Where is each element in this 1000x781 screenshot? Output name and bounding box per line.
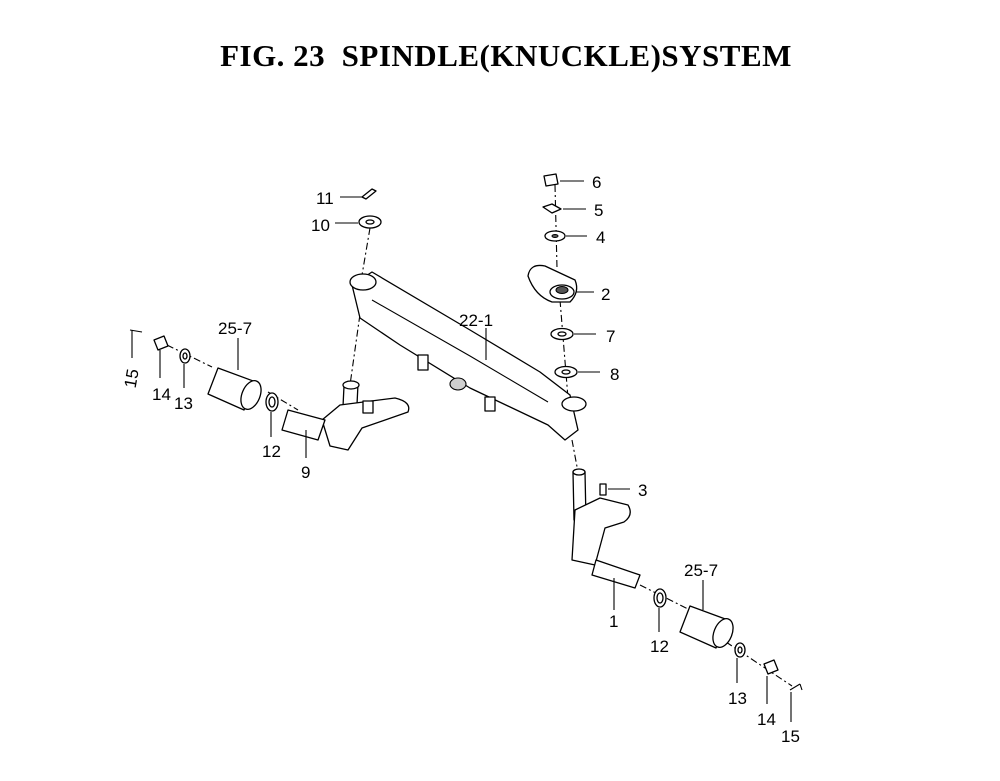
cotter-pin-part-3 xyxy=(599,483,607,496)
label-part-13-left: 13 xyxy=(174,394,193,413)
left-seal-part-12 xyxy=(265,392,279,412)
label-part-25-7-left: 25-7 xyxy=(218,319,252,338)
label-part-15-right: 15 xyxy=(781,727,800,746)
label-part-15-left: 15 xyxy=(121,368,143,390)
nut-part-6 xyxy=(543,173,559,187)
right-nut-part-14 xyxy=(763,659,779,675)
left-washer-part-13 xyxy=(179,348,191,364)
label-part-12-right: 12 xyxy=(650,637,669,656)
washer-part-8 xyxy=(554,365,578,379)
label-part-7: 7 xyxy=(606,327,615,346)
left-spindle-part-9 xyxy=(281,380,410,451)
label-part-22-1: 22-1 xyxy=(459,311,493,330)
left-nut-part-14 xyxy=(153,335,169,351)
label-part-12-left: 12 xyxy=(262,442,281,461)
label-part-3: 3 xyxy=(638,481,647,500)
right-hub-part-25-7 xyxy=(679,605,734,649)
label-part-10: 10 xyxy=(311,216,330,235)
right-washer-part-13 xyxy=(734,642,746,658)
cotter-pin-part-11 xyxy=(361,188,377,200)
washer-part-4 xyxy=(544,230,566,242)
front-axle-beam xyxy=(349,271,587,441)
label-part-14-right: 14 xyxy=(757,710,776,729)
part-labels: 6 5 4 2 7 8 3 11 10 22-1 25-7 15 14 13 1… xyxy=(121,173,800,746)
right-seal-part-12 xyxy=(653,588,667,608)
label-part-11: 11 xyxy=(316,189,334,208)
washer-part-5 xyxy=(542,203,562,214)
leader-lines xyxy=(159,180,792,722)
washer-part-7 xyxy=(550,327,574,341)
label-part-5: 5 xyxy=(594,201,603,220)
label-part-9: 9 xyxy=(301,463,310,482)
label-part-13-right: 13 xyxy=(728,689,747,708)
steering-arm-part-2 xyxy=(527,264,578,303)
washer-part-10 xyxy=(358,215,382,229)
label-part-8: 8 xyxy=(610,365,619,384)
figure-title: FIG. 23 SPINDLE(KNUCKLE)SYSTEM xyxy=(220,38,792,73)
right-spindle-part-1 xyxy=(571,468,641,589)
left-hub-part-25-7 xyxy=(207,367,262,411)
assembly-axes xyxy=(166,184,793,687)
right-cotter-pin-part-15 xyxy=(789,683,803,691)
label-part-25-7-right: 25-7 xyxy=(684,561,718,580)
label-part-2: 2 xyxy=(601,285,610,304)
label-part-6: 6 xyxy=(592,173,601,192)
label-part-4: 4 xyxy=(596,228,605,247)
left-cotter-pin-part-15 xyxy=(129,329,143,358)
label-part-14-left: 14 xyxy=(152,385,171,404)
label-part-1: 1 xyxy=(609,612,618,631)
